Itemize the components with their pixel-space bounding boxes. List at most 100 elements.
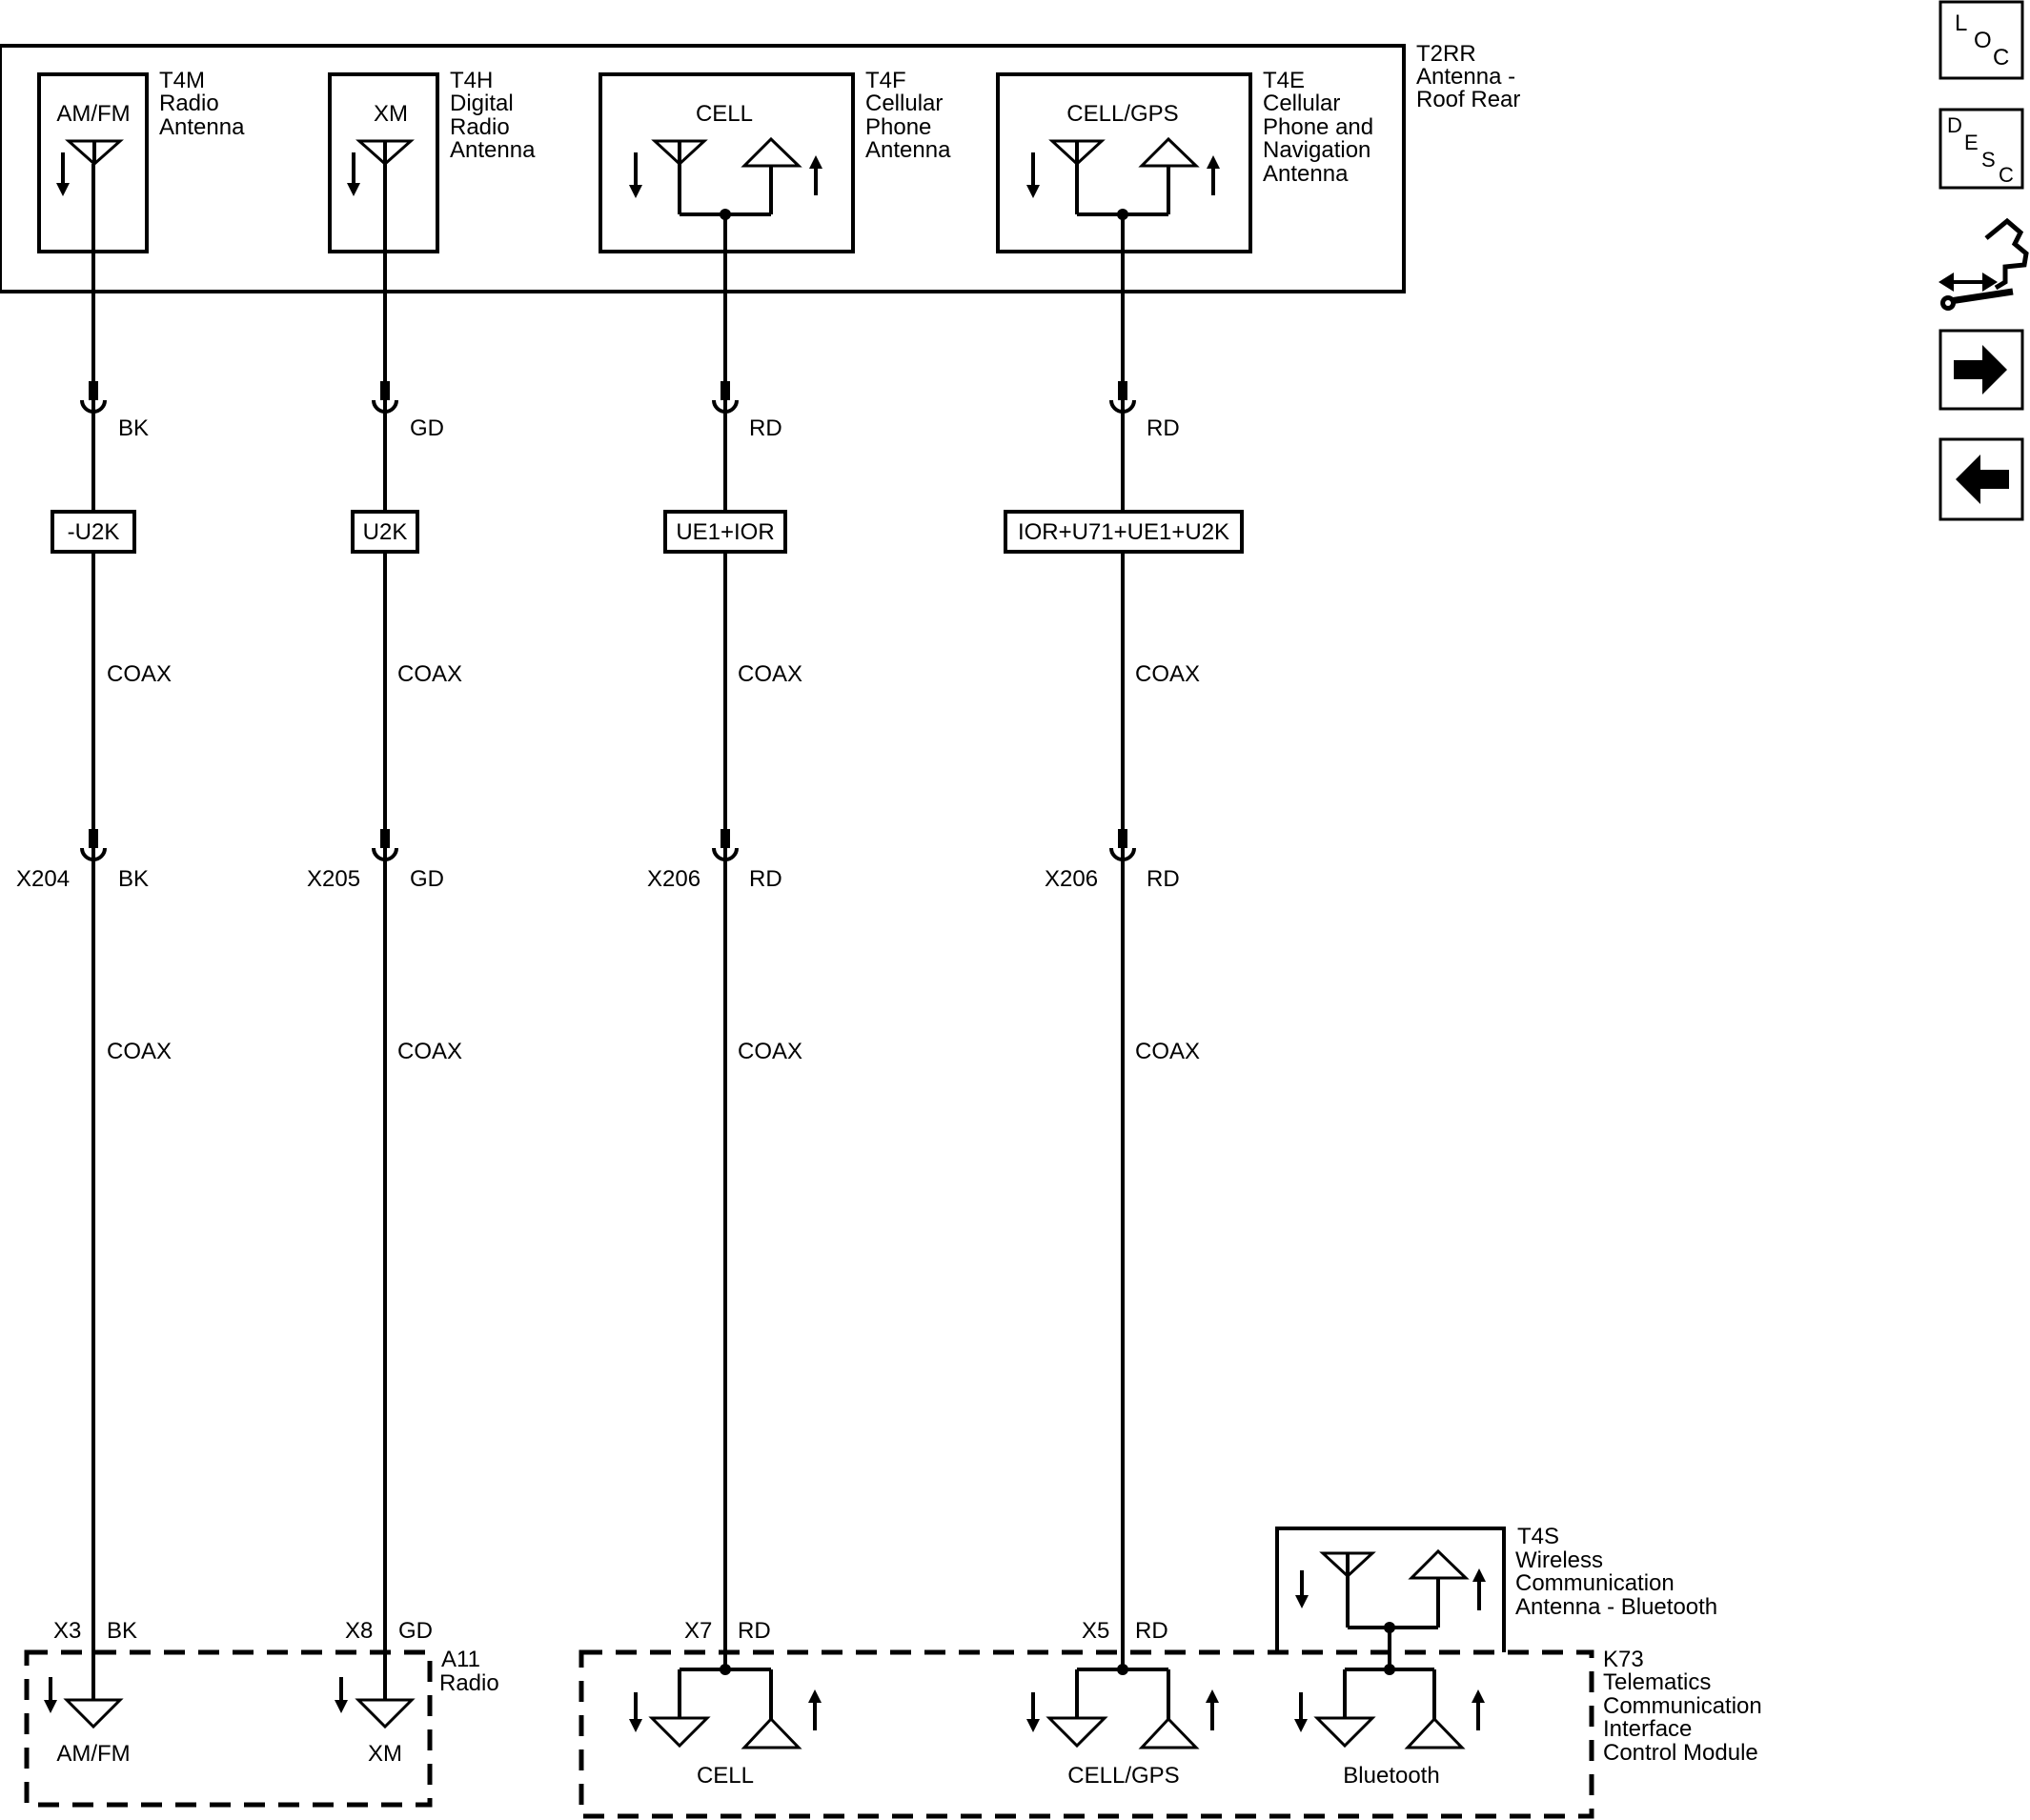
upper-color-rd-cell: RD xyxy=(749,415,782,441)
svg-text:Interface: Interface xyxy=(1603,1716,1692,1742)
t4m-name: T4M Radio Antenna xyxy=(159,68,245,140)
t4f-name: T4F Cellular Phone Antenna xyxy=(865,68,951,163)
option-code-rd-cell-gps: IOR+U71+UE1+U2K xyxy=(1018,519,1229,545)
telematics-cell-gps-port-icon xyxy=(1026,1664,1219,1749)
upper-color-gd: GD xyxy=(410,415,444,441)
option-code-gd: U2K xyxy=(363,519,408,545)
radio-module-ref: A11 xyxy=(441,1647,480,1672)
svg-text:Communication: Communication xyxy=(1603,1693,1762,1719)
roof-module-name-1: Antenna - xyxy=(1416,64,1515,90)
terminal-color-x8: GD xyxy=(398,1618,433,1644)
roof-module-name-2: Roof Rear xyxy=(1416,87,1520,112)
t4s-name: T4S Wireless Communication Antenna - Blu… xyxy=(1515,1524,1717,1620)
desc-letter-d: D xyxy=(1947,113,1962,137)
svg-text:T4H: T4H xyxy=(450,68,493,93)
upper-color-bk: BK xyxy=(118,415,149,441)
connector-id-x206-cell: X206 xyxy=(647,866,700,892)
telematics-port-cell: CELL xyxy=(697,1763,754,1789)
loc-button-frame[interactable] xyxy=(1939,0,2024,80)
cable-lower-bk: COAX xyxy=(107,1039,172,1064)
k73-name: K73 Telematics Communication Interface C… xyxy=(1603,1647,1762,1766)
antenna-label-cell-gps: CELL/GPS xyxy=(1066,101,1178,127)
terminal-x8: X8 xyxy=(345,1618,373,1644)
cable-upper-rd-cell: COAX xyxy=(738,661,802,687)
option-box-bk xyxy=(51,510,136,554)
svg-text:Communication: Communication xyxy=(1515,1570,1675,1596)
svg-text:Radio: Radio xyxy=(159,91,219,116)
am-fm-antenna-icon xyxy=(56,139,124,196)
antenna-label-cell: CELL xyxy=(696,101,753,127)
svg-text:Telematics: Telematics xyxy=(1603,1669,1711,1695)
connector-color-x206-cell-gps: RD xyxy=(1147,866,1180,892)
connector-color-x206-cell: RD xyxy=(749,866,782,892)
roof-antenna-housing xyxy=(0,44,1406,293)
telematics-port-bluetooth: Bluetooth xyxy=(1343,1763,1439,1789)
arrow-right-button[interactable] xyxy=(1939,329,2024,411)
connector-wrench-icon[interactable] xyxy=(1935,210,2029,314)
bluetooth-antenna-icon xyxy=(1295,1548,1486,1633)
bluetooth-antenna-box xyxy=(1275,1527,1506,1652)
antenna-label-xm: XM xyxy=(374,101,408,127)
svg-text:Wireless: Wireless xyxy=(1515,1547,1603,1573)
desc-button[interactable]: D E S C xyxy=(1939,108,2024,190)
arrow-right-icon xyxy=(1954,345,2007,394)
antenna-label-amfm: AM/FM xyxy=(56,101,130,127)
option-box-rd-cell xyxy=(663,510,787,554)
svg-text:Antenna: Antenna xyxy=(1263,161,1349,187)
roof-module-ref: T2RR xyxy=(1416,41,1476,67)
option-box-rd-cell-gps xyxy=(1004,510,1244,554)
terminal-x5: X5 xyxy=(1082,1618,1109,1644)
upper-connector-rd-cell xyxy=(712,381,739,414)
radio-am-fm-port-icon xyxy=(44,1677,124,1729)
connector-color-x205: GD xyxy=(410,866,444,892)
inline-connector-x206-cell xyxy=(712,829,739,861)
svg-text:Cellular: Cellular xyxy=(1263,91,1340,116)
connector-id-x206-cell-gps: X206 xyxy=(1045,866,1098,892)
cable-upper-bk: COAX xyxy=(107,661,172,687)
inline-connector-x204 xyxy=(80,829,107,861)
svg-text:Antenna: Antenna xyxy=(865,137,951,163)
svg-text:Phone and: Phone and xyxy=(1263,114,1373,140)
terminal-x3: X3 xyxy=(53,1618,81,1644)
arrow-left-button[interactable] xyxy=(1939,437,2024,521)
svg-text:Radio: Radio xyxy=(450,114,510,140)
desc-letter-e: E xyxy=(1964,131,1979,154)
svg-text:Antenna - Bluetooth: Antenna - Bluetooth xyxy=(1515,1594,1717,1620)
upper-color-rd-cell-gps: RD xyxy=(1147,415,1180,441)
cell-gps-antenna-icon xyxy=(1026,136,1220,220)
cable-lower-rd-cell: COAX xyxy=(738,1039,802,1064)
xm-antenna-icon xyxy=(347,139,415,196)
loc-letter-l: L xyxy=(1955,10,1967,36)
svg-text:K73: K73 xyxy=(1603,1647,1644,1672)
inline-connector-x205 xyxy=(372,829,398,861)
connector-id-x205: X205 xyxy=(307,866,360,892)
upper-connector-bk xyxy=(80,381,107,414)
option-code-rd-cell: UE1+IOR xyxy=(676,519,774,545)
svg-text:Navigation: Navigation xyxy=(1263,137,1370,163)
terminal-x7: X7 xyxy=(684,1618,712,1644)
svg-text:Digital: Digital xyxy=(450,91,514,116)
radio-port-amfm: AM/FM xyxy=(56,1741,130,1767)
radio-module-box xyxy=(24,1649,433,1808)
radio-port-xm: XM xyxy=(368,1741,402,1767)
desc-letter-c: C xyxy=(1999,163,2014,187)
telematics-bluetooth-port-icon xyxy=(1294,1664,1485,1749)
cable-lower-gd: COAX xyxy=(397,1039,462,1064)
radio-xm-port-icon xyxy=(335,1677,416,1729)
svg-text:T4S: T4S xyxy=(1517,1524,1559,1549)
svg-text:T4E: T4E xyxy=(1263,68,1305,93)
telematics-cell-port-icon xyxy=(629,1664,822,1749)
desc-letter-s: S xyxy=(1981,148,1996,172)
option-box-gd xyxy=(351,510,419,554)
svg-text:Antenna: Antenna xyxy=(450,137,536,163)
desc-button-frame[interactable] xyxy=(1939,108,2024,190)
t4h-name: T4H Digital Radio Antenna xyxy=(450,68,536,163)
radio-module-name: Radio xyxy=(439,1670,499,1696)
arrow-left-icon xyxy=(1956,455,2009,504)
t4e-name: T4E Cellular Phone and Navigation Antenn… xyxy=(1263,68,1373,187)
loc-button[interactable]: L O C xyxy=(1939,0,2024,80)
telematics-module-box xyxy=(579,1649,1594,1819)
loc-letter-o: O xyxy=(1974,28,1992,53)
terminal-color-x3: BK xyxy=(107,1618,137,1644)
